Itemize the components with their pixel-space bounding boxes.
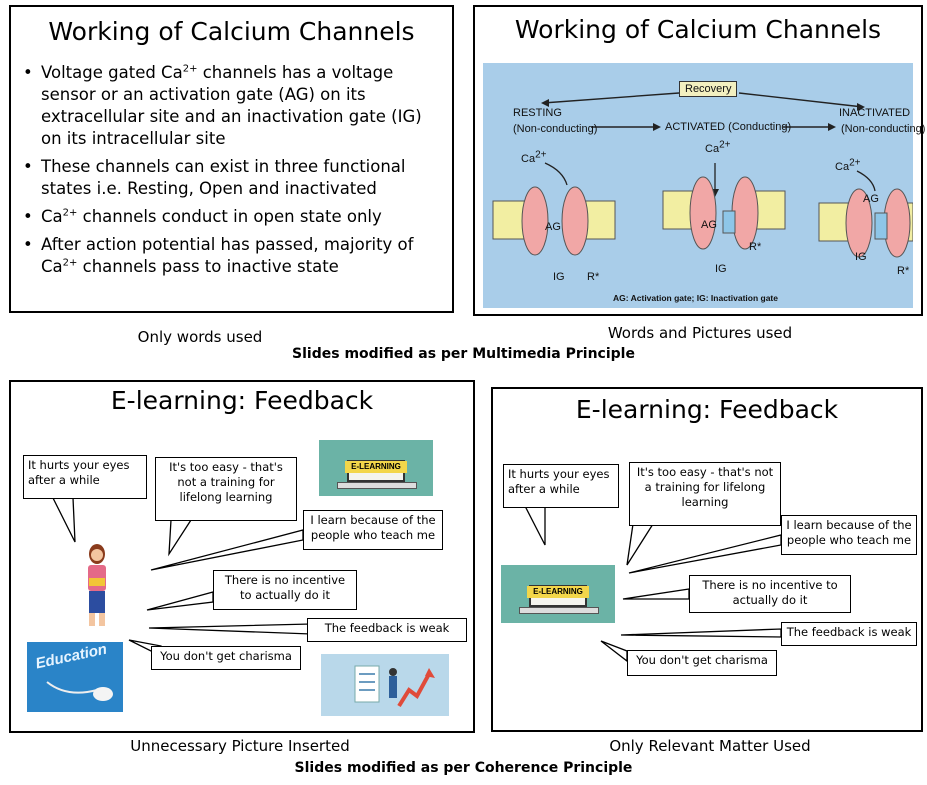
bullet-list: Voltage gated Ca2+ channels has a voltag… — [19, 62, 444, 284]
elearning-laptop-image: E-LEARNING — [501, 565, 615, 623]
recovery-label: Recovery — [679, 81, 738, 97]
bubble-tails — [51, 497, 312, 658]
inactivated-label: INACTIVATED — [839, 107, 911, 119]
activated-label: ACTIVATED (Conducting) — [665, 121, 792, 133]
caption-unnecessary-picture: Unnecessary Picture Inserted — [130, 737, 350, 755]
elearning-sign: E-LEARNING — [527, 586, 589, 598]
slide-title: E-learning: Feedback — [110, 386, 374, 415]
bullet-item: These channels can exist in three functi… — [19, 156, 444, 200]
bullet-item: Ca2+ channels conduct in open state only — [19, 206, 444, 228]
slide-elearning-relevant: E-learning: Feedback It hurts your eyes … — [491, 387, 923, 732]
calcium-channel-diagram: Recovery RESTING (Non-conducting) ACTIVA… — [483, 63, 925, 308]
ag-label-1: AG — [545, 221, 561, 233]
diagram-legend: AG: Activation gate; IG: Inactivation ga… — [613, 293, 778, 303]
bullet-item: After action potential has passed, major… — [19, 234, 444, 278]
slide-title: Working of Calcium Channels — [514, 15, 882, 44]
speech-bubble-feedback: The feedback is weak — [781, 622, 917, 646]
presenter-chart-image — [321, 654, 449, 716]
ig-label-1: IG — [553, 271, 565, 283]
speech-bubble-charisma: You don't get charisma — [151, 646, 301, 670]
speech-bubble-incentive: There is no incentive to actually do it — [689, 575, 851, 613]
speech-bubble-easy: It's too easy - that's not a training fo… — [629, 462, 781, 526]
slide-title: E-learning: Feedback — [575, 395, 839, 424]
r-label-3: R* — [897, 265, 910, 277]
speech-bubble-incentive: There is no incentive to actually do it — [213, 570, 357, 610]
ca-label-3: Ca2+ — [835, 157, 861, 173]
diagram-arrows — [492, 92, 913, 258]
elearning-laptop-image: E-LEARNING — [319, 440, 433, 496]
ag-label-3: AG — [863, 193, 879, 205]
slide-title: Working of Calcium Channels — [48, 17, 415, 46]
slide-calcium-picture: Working of Calcium Channels — [473, 5, 925, 316]
caption-only-relevant: Only Relevant Matter Used — [609, 737, 811, 755]
elearning-sign: E-LEARNING — [345, 461, 407, 473]
resting-label: RESTING — [513, 107, 562, 119]
speech-bubble-learn: I learn because of the people who teach … — [303, 510, 443, 550]
speech-bubble-charisma: You don't get charisma — [627, 650, 777, 676]
section-caption-coherence: Slides modified as per Coherence Princip… — [294, 760, 633, 776]
resting-sub-label: (Non-conducting) — [513, 123, 598, 135]
ag-label-2: AG — [701, 219, 717, 231]
bullet-item: Voltage gated Ca2+ channels has a voltag… — [19, 62, 444, 150]
caption-only-words: Only words used — [137, 328, 263, 346]
r-label-2: R* — [749, 241, 762, 253]
ca-label-2: Ca2+ — [705, 139, 731, 155]
inactivated-sub-label: (Non-conducting) — [841, 123, 926, 135]
bubble-tails — [523, 505, 782, 663]
speech-bubble-learn: I learn because of the people who teach … — [781, 515, 917, 555]
caption-words-pictures: Words and Pictures used — [607, 324, 793, 342]
woman-figure-image — [77, 542, 117, 628]
speech-bubble-eyes: It hurts your eyes after a while — [503, 464, 619, 508]
ca-label-1: Ca2+ — [521, 149, 547, 165]
education-mouse-image: Education — [27, 641, 123, 712]
ig-label-3: IG — [855, 251, 867, 263]
r-label-1: R* — [587, 271, 600, 283]
speech-bubble-feedback: The feedback is weak — [307, 618, 467, 642]
slide-calcium-words: Working of Calcium Channels Voltage gate… — [9, 5, 454, 313]
ig-label-2: IG — [715, 263, 727, 275]
speech-bubble-eyes: It hurts your eyes after a while — [23, 455, 147, 499]
speech-bubble-easy: It's too easy - that's not a training fo… — [155, 457, 297, 521]
section-caption-multimedia: Slides modified as per Multimedia Princi… — [292, 346, 635, 362]
slide-elearning-unnecessary: E-learning: Feedback It hurts your eyes … — [9, 380, 475, 733]
